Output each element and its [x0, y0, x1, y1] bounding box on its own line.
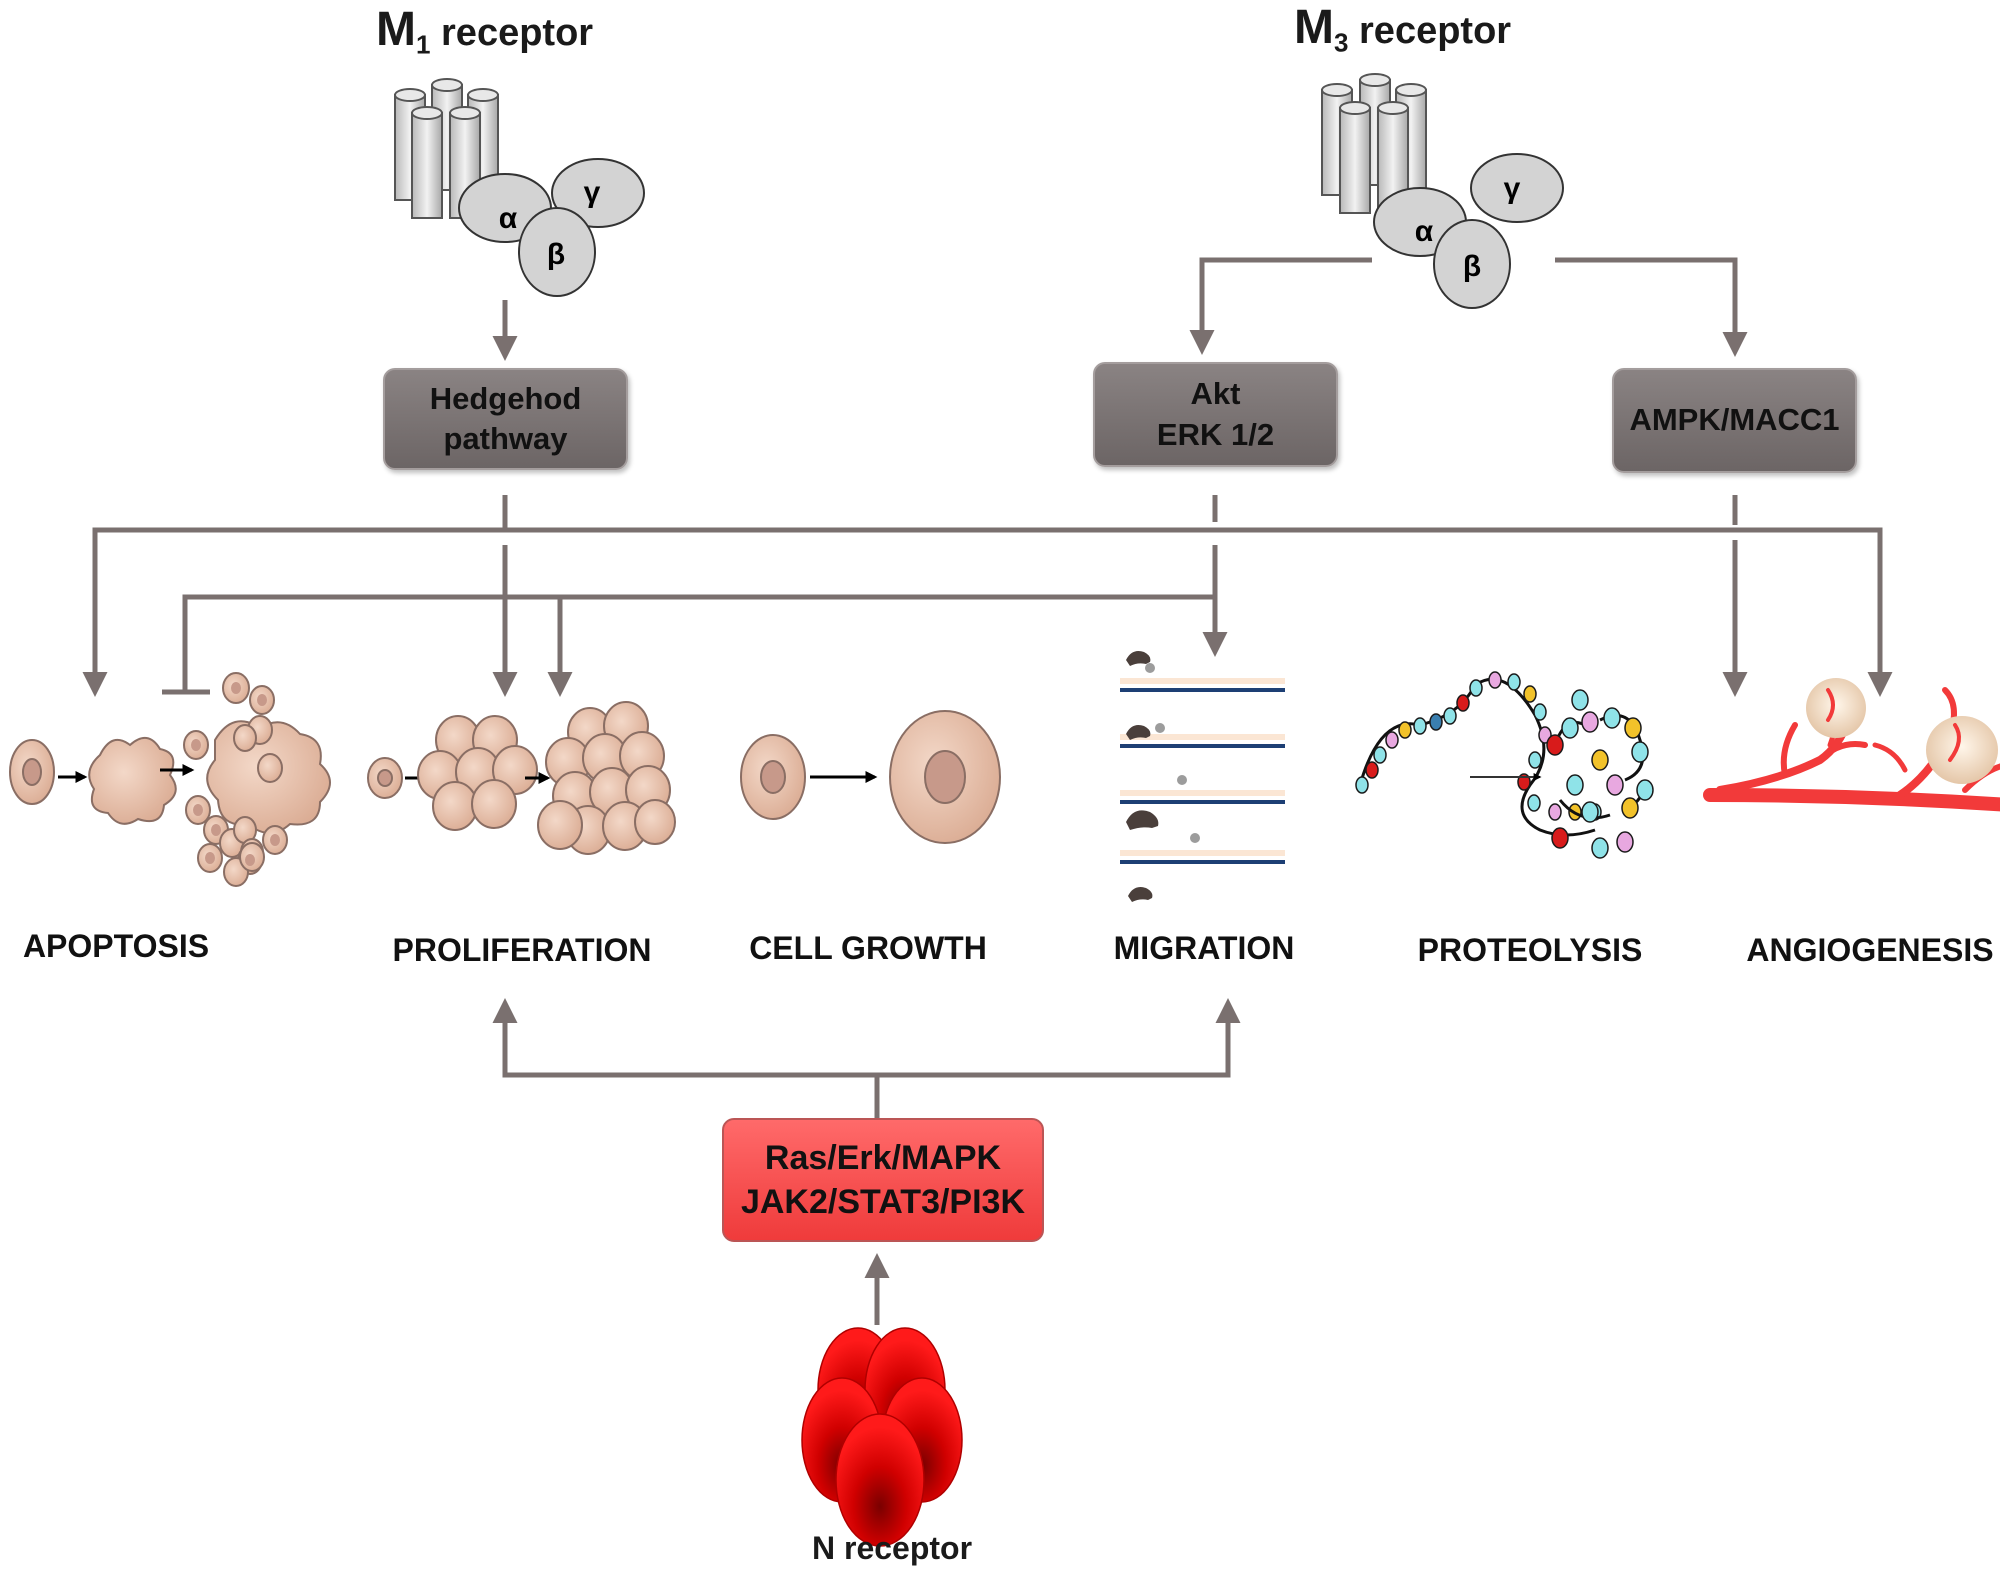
- ras-to-migration-arrow: [877, 998, 1241, 1078]
- proteolysis-label: PROTEOLYSIS: [1417, 932, 1643, 968]
- m3-beta-label: β: [1463, 250, 1481, 283]
- m3-beta-subunit: [1433, 219, 1511, 309]
- proteolysis-illustration: [1355, 671, 1654, 859]
- angiogenesis-label: ANGIOGENESIS: [1746, 932, 1994, 968]
- hedgehog-to-apoptosis-arrow: [82, 527, 505, 697]
- m1-gamma-label: γ: [584, 176, 601, 209]
- hedgehog-pathway-box: Hedgehod pathway: [383, 368, 628, 470]
- hedgehog-line1: Hedgehod: [429, 380, 582, 416]
- n-receptor-graphic: [801, 1327, 963, 1547]
- m3-gamma-label: γ: [1504, 172, 1521, 205]
- m1-alpha-label: α: [499, 202, 518, 235]
- hedgehog-to-angiogenesis-line: [505, 527, 1893, 697]
- m1-gamma-subunit: [551, 158, 645, 228]
- ras-line1: Ras/Erk/MAPK: [764, 1138, 1002, 1177]
- m3-to-ampk-arrow: [1555, 257, 1748, 357]
- ras-line2: JAK2/STAT3/PI3K: [740, 1183, 1026, 1221]
- m1-letter: M: [376, 3, 416, 56]
- akt-line2: ERK 1/2: [1156, 416, 1275, 452]
- angiogenesis-illustration: [1703, 678, 2000, 812]
- n-receptor-label: N receptor: [812, 1530, 973, 1566]
- m1-beta-label: β: [547, 238, 565, 271]
- m3-subscript: 3: [1333, 27, 1349, 58]
- ampk-macc1-box: AMPK/MACC1: [1612, 368, 1857, 473]
- cell-growth-label: CELL GROWTH: [749, 930, 987, 966]
- m3-to-akt-arrow: [1189, 257, 1372, 355]
- akt-line1: Akt: [1190, 376, 1241, 412]
- m3-receptor-title: M3 receptor: [1294, 0, 1511, 59]
- m1-receptor-title: M1 receptor: [376, 2, 593, 61]
- akt-erk-box: Akt ERK 1/2: [1093, 362, 1338, 467]
- m1-receptor-graphic: α β γ: [394, 78, 645, 297]
- apoptosis-label: APOPTOSIS: [22, 928, 210, 964]
- migration-track-3: [1120, 790, 1285, 804]
- hedgehog-line2: pathway: [443, 421, 568, 456]
- apoptosis-illustration: [9, 672, 331, 887]
- migration-track-1: [1120, 678, 1285, 692]
- ras-erk-mapk-box: Ras/Erk/MAPK JAK2/STAT3/PI3K: [722, 1118, 1044, 1242]
- akt-to-apoptosis-inhibit: [182, 594, 1215, 692]
- proliferation-illustration: [367, 701, 676, 855]
- ampk-line1: AMPK/MACC1: [1629, 402, 1840, 438]
- m3-receptor-graphic: α β γ: [1321, 73, 1564, 309]
- m1-word: receptor: [441, 12, 594, 54]
- cell-growth-illustration: [740, 710, 1001, 844]
- migration-track-4: [1120, 850, 1285, 864]
- migration-illustration: [1120, 651, 1285, 902]
- pathway-arrows: [82, 257, 1893, 1325]
- m3-letter: M: [1294, 1, 1334, 54]
- m3-gamma-subunit: [1470, 153, 1564, 223]
- m3-alpha-label: α: [1415, 215, 1434, 248]
- proliferation-label: PROLIFERATION: [392, 932, 652, 968]
- migration-track-2: [1120, 734, 1285, 748]
- ras-to-proliferation-arrow: [492, 998, 877, 1078]
- m1-beta-subunit: [518, 207, 596, 297]
- m1-subscript: 1: [415, 29, 431, 60]
- migration-label: MIGRATION: [1113, 930, 1295, 966]
- m3-word: receptor: [1359, 10, 1512, 52]
